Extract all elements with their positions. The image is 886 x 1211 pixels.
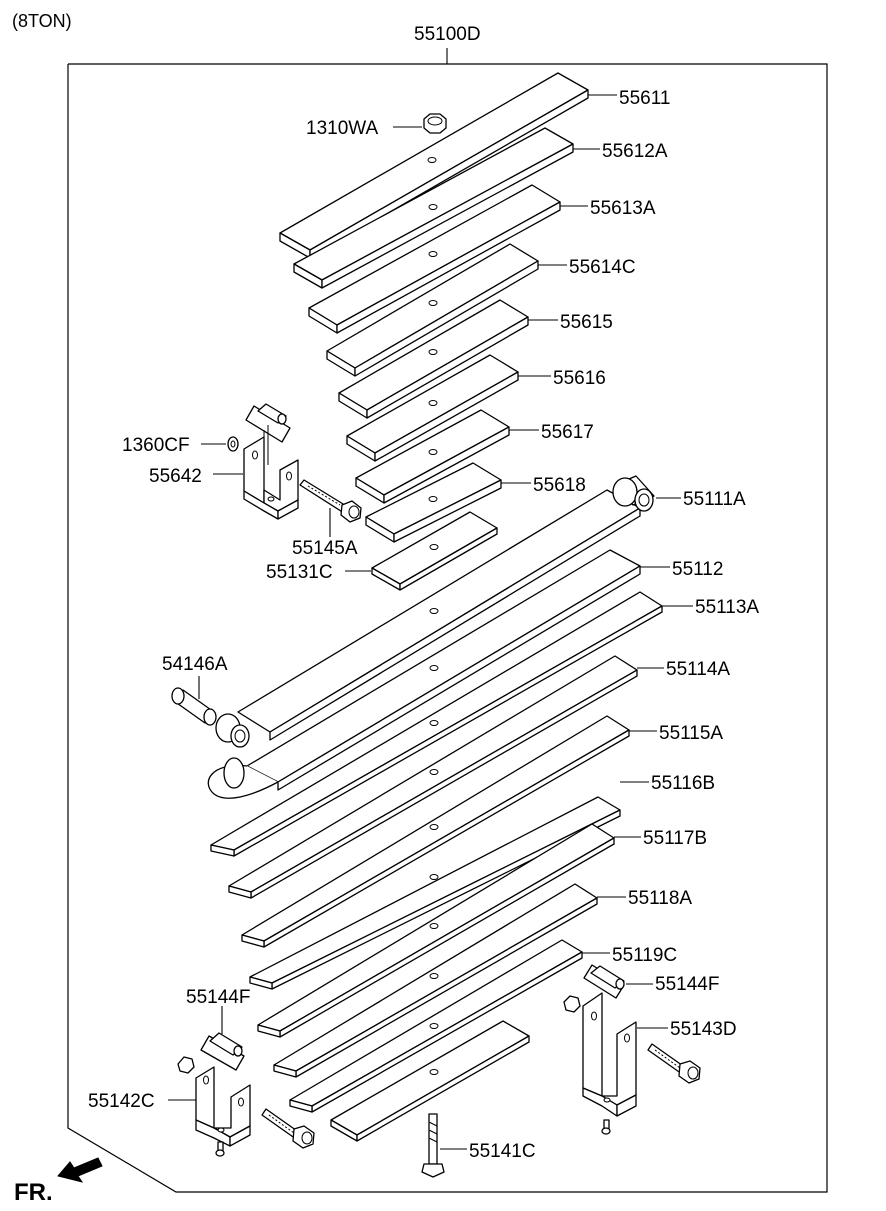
direction-label: FR. (14, 1179, 53, 1206)
label-55615[interactable]: 55615 (560, 312, 613, 333)
label-1360CF[interactable]: 1360CF (122, 435, 190, 456)
leaf-55116B[interactable] (249, 796, 621, 990)
label-55144F-right[interactable]: 55144F (655, 974, 719, 995)
shackle-55142C[interactable] (177, 1032, 251, 1157)
leaf-55111A[interactable] (215, 475, 655, 748)
label-55616[interactable]: 55616 (553, 368, 606, 389)
label-55617[interactable]: 55617 (541, 422, 594, 443)
label-55116B[interactable]: 55116B (651, 773, 715, 794)
label-55112[interactable]: 55112 (672, 559, 723, 580)
label-55114A[interactable]: 55114A (666, 659, 730, 680)
label-55131C[interactable]: 55131C (266, 562, 333, 583)
label-55118A[interactable]: 55118A (628, 888, 692, 909)
leaf-55613A[interactable] (308, 184, 561, 334)
label-55612A[interactable]: 55612A (602, 141, 668, 162)
bolt-55145A[interactable] (299, 479, 362, 523)
label-55143D[interactable]: 55143D (670, 1019, 737, 1040)
assembly-frame (67, 63, 828, 1193)
leaf-55611[interactable] (279, 72, 589, 259)
center-bolt-55141C[interactable] (421, 1113, 445, 1178)
label-55611[interactable]: 55611 (619, 88, 670, 109)
assembly-number[interactable]: 55100D (414, 24, 481, 45)
label-55111A[interactable]: 55111A (683, 489, 746, 510)
leaf-55112[interactable] (207, 549, 641, 799)
label-55117B[interactable]: 55117B (643, 828, 707, 849)
label-55142C[interactable]: 55142C (88, 1091, 155, 1112)
variant-label: (8TON) (12, 11, 72, 31)
label-55145A[interactable]: 55145A (292, 538, 358, 559)
shackle-55143D[interactable] (563, 964, 637, 1135)
leaf-55617[interactable] (355, 409, 510, 504)
front-direction-arrow-icon (57, 1157, 103, 1183)
leaf-55618[interactable] (365, 462, 502, 543)
label-54146A[interactable]: 54146A (162, 654, 228, 675)
label-55614C[interactable]: 55614C (569, 257, 636, 278)
label-55141C[interactable]: 55141C (469, 1141, 536, 1162)
label-55613A[interactable]: 55613A (590, 198, 656, 219)
leaf-55114A[interactable] (228, 655, 638, 899)
washer-1360CF[interactable] (227, 436, 239, 452)
leaf-55616[interactable] (346, 354, 519, 462)
label-55119C[interactable]: 55119C (612, 945, 677, 966)
label-55113A[interactable]: 55113A (695, 597, 759, 618)
spacer-55131C[interactable] (371, 511, 498, 591)
label-55642[interactable]: 55642 (149, 466, 202, 487)
bolt-right[interactable] (647, 1043, 701, 1084)
bolt-left[interactable] (261, 1108, 315, 1149)
leaf-55612A[interactable] (293, 127, 574, 289)
leaf-55117B[interactable] (257, 823, 615, 1038)
nut-1310WA[interactable] (423, 113, 447, 134)
bushing-54146A[interactable] (171, 687, 217, 726)
leaf-55115A[interactable] (241, 715, 630, 948)
leaf-55614C[interactable] (326, 243, 539, 377)
label-55115A[interactable]: 55115A (659, 723, 723, 744)
label-55618[interactable]: 55618 (533, 475, 586, 496)
spacer-bottom[interactable] (330, 1020, 530, 1142)
leaf-55118A[interactable] (273, 883, 598, 1078)
leaf-55119C[interactable] (289, 939, 583, 1113)
leaf-55615[interactable] (338, 299, 529, 419)
label-55144F-left[interactable]: 55144F (186, 987, 250, 1008)
label-1310WA[interactable]: 1310WA (306, 118, 378, 139)
bracket-55642[interactable] (243, 403, 299, 520)
